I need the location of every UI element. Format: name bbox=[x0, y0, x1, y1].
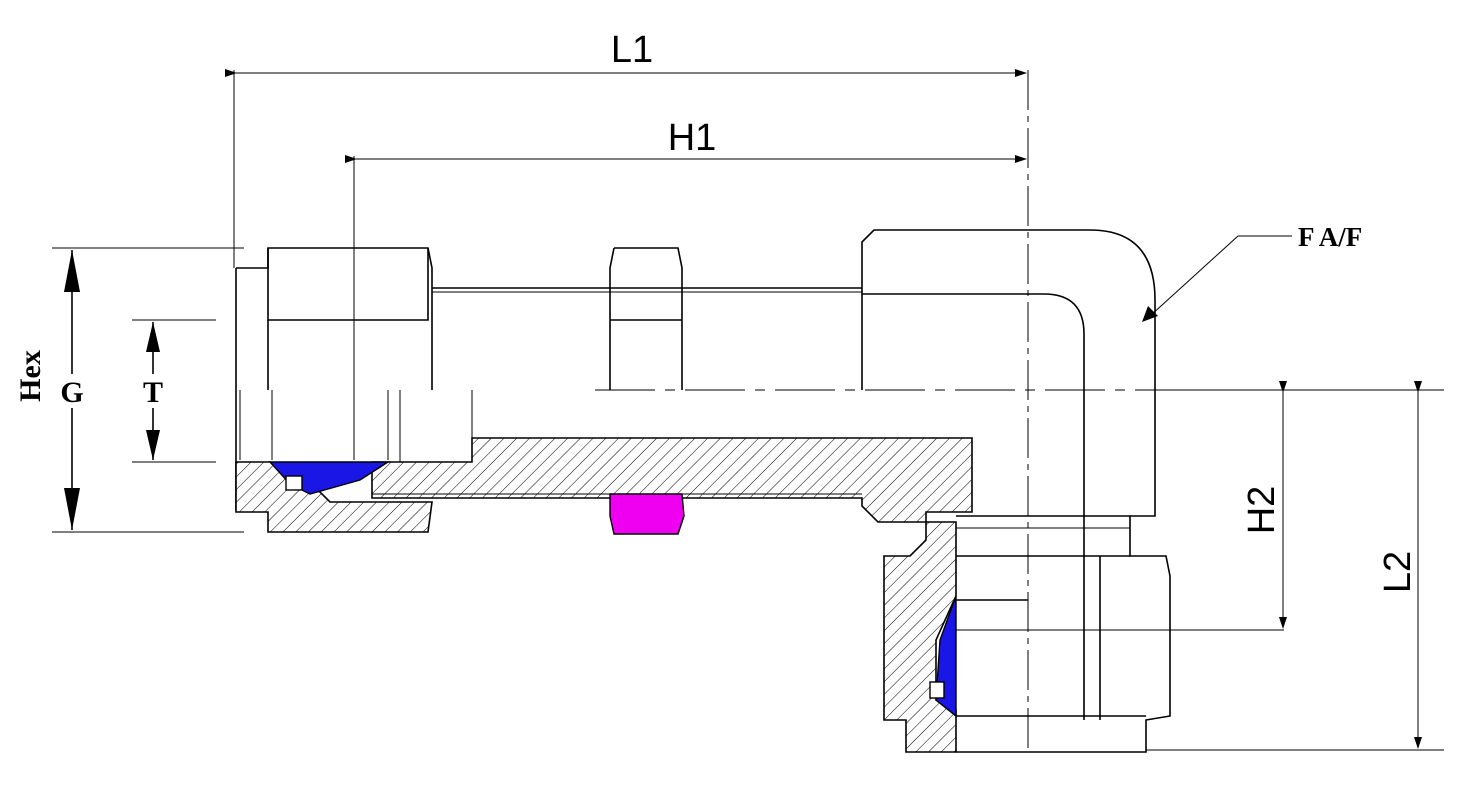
dimension-t: T bbox=[132, 319, 216, 463]
middle-hex-nut bbox=[609, 247, 683, 390]
hex-label: Hex bbox=[14, 350, 47, 402]
faf-leader: F A/F bbox=[1142, 222, 1362, 322]
lower-nut-outline bbox=[956, 515, 1284, 753]
t-label: T bbox=[143, 376, 163, 409]
g-label: G bbox=[60, 376, 83, 409]
front-ferrule bbox=[609, 493, 685, 535]
left-ferrule-notch bbox=[285, 475, 303, 491]
faf-label: F A/F bbox=[1298, 222, 1362, 252]
l1-label: L1 bbox=[611, 29, 653, 71]
body-section-horizontal bbox=[371, 437, 973, 523]
dimension-hex: Hex G bbox=[14, 247, 244, 533]
h1-label: H1 bbox=[668, 117, 717, 159]
elbow-body-outline bbox=[861, 229, 1156, 720]
tube-outline bbox=[432, 287, 862, 293]
dimension-h1: H1 bbox=[345, 117, 1027, 460]
h2-label: H2 bbox=[1241, 486, 1283, 535]
l2-label: L2 bbox=[1377, 551, 1419, 593]
lower-ferrule-notch bbox=[929, 681, 945, 699]
dimension-l1: L1 bbox=[225, 29, 1027, 268]
dimension-h2: H2 bbox=[1168, 381, 1444, 629]
dimension-l2: L2 bbox=[1146, 381, 1444, 751]
